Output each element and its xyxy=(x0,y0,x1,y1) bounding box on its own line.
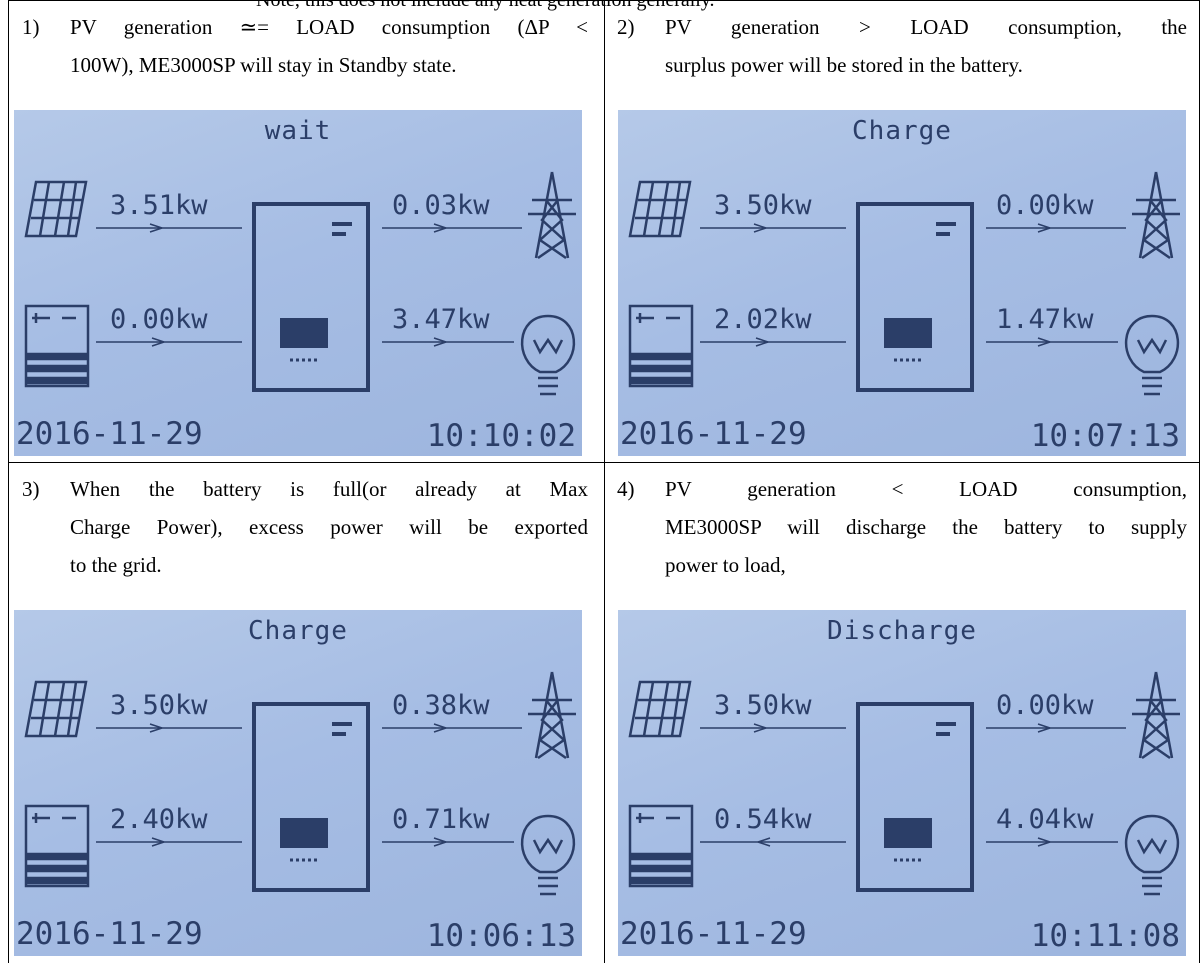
grid-flow-line xyxy=(986,723,1126,733)
load-power-value: 0.71kw xyxy=(392,804,490,835)
grid-tower-icon xyxy=(1132,171,1180,260)
solar-panel-icon xyxy=(628,180,692,238)
table-border-left xyxy=(8,0,9,963)
cell-3-line-2: Charge Power), excess power will be expo… xyxy=(70,515,588,539)
light-bulb-icon xyxy=(520,314,576,396)
pv-flow-line xyxy=(96,723,242,733)
light-bulb-icon xyxy=(1124,314,1180,396)
pv-power-value: 3.50kw xyxy=(110,690,208,721)
grid-flow-line xyxy=(382,723,522,733)
lcd-time: 10:10:02 xyxy=(426,418,576,454)
cell-4-number: 4) xyxy=(617,477,635,501)
grid-tower-icon xyxy=(1132,671,1180,760)
top-text-fragment: Note, this does not include any heat gen… xyxy=(256,0,715,11)
load-power-value: 1.47kw xyxy=(996,304,1094,335)
load-flow-line xyxy=(986,337,1118,347)
modes-table xyxy=(8,0,1200,963)
load-flow-line xyxy=(382,337,514,347)
load-power-value: 4.04kw xyxy=(996,804,1094,835)
load-flow-line xyxy=(986,837,1118,847)
cell-4-line-1: PV generation < LOAD consumption, xyxy=(665,477,1187,501)
lcd-time: 10:06:13 xyxy=(426,918,576,954)
battery-power-value: 0.54kw xyxy=(714,804,812,835)
battery-icon xyxy=(24,804,90,888)
table-border-right xyxy=(1199,0,1200,963)
cell-1-line-2: 100W), ME3000SP will stay in Standby sta… xyxy=(70,53,457,77)
lcd-date: 2016-11-29 xyxy=(16,416,203,452)
cell-4-line-3: power to load, xyxy=(665,553,786,577)
battery-flow-line xyxy=(700,837,846,847)
table-divider-horizontal xyxy=(8,462,1200,463)
cell-1-line-1: PV generation ≃= LOAD consumption (ΔP < xyxy=(70,15,588,39)
lcd-panel-2: Charge 3.50kw 0.00kw 2.02kw 1.47kw 2016-11-29… xyxy=(618,110,1186,456)
inverter-icon xyxy=(252,702,370,892)
inverter-icon xyxy=(856,202,974,392)
pv-power-value: 3.50kw xyxy=(714,190,812,221)
lcd-mode-label: Charge xyxy=(852,116,952,146)
pv-power-value: 3.50kw xyxy=(714,690,812,721)
solar-panel-icon xyxy=(24,180,88,238)
light-bulb-icon xyxy=(1124,814,1180,896)
pv-power-value: 3.51kw xyxy=(110,190,208,221)
lcd-panel-1: wait 3.51kw 0.03kw 0.00kw 3.47kw 2016-11-29 10… xyxy=(14,110,582,456)
lcd-panel-3: Charge 3.50kw 0.38kw 2.40kw 0.71kw 2016-11-29… xyxy=(14,610,582,956)
pv-flow-line xyxy=(700,223,846,233)
battery-power-value: 2.02kw xyxy=(714,304,812,335)
battery-icon xyxy=(628,804,694,888)
cell-1-number: 1) xyxy=(22,15,40,39)
battery-flow-line xyxy=(96,837,242,847)
inverter-icon xyxy=(856,702,974,892)
grid-power-value: 0.00kw xyxy=(996,190,1094,221)
grid-flow-line xyxy=(986,223,1126,233)
battery-flow-line xyxy=(700,337,846,347)
inverter-icon xyxy=(252,202,370,392)
grid-tower-icon xyxy=(528,671,576,760)
grid-tower-icon xyxy=(528,171,576,260)
lcd-mode-label: Charge xyxy=(248,616,348,646)
battery-icon xyxy=(24,304,90,388)
battery-power-value: 2.40kw xyxy=(110,804,208,835)
lcd-date: 2016-11-29 xyxy=(16,916,203,952)
grid-power-value: 0.03kw xyxy=(392,190,490,221)
pv-flow-line xyxy=(96,223,242,233)
cell-2-number: 2) xyxy=(617,15,635,39)
solar-panel-icon xyxy=(628,680,692,738)
grid-flow-line xyxy=(382,223,522,233)
cell-2-line-1: PV generation > LOAD consumption, the xyxy=(665,15,1187,39)
load-flow-line xyxy=(382,837,514,847)
cell-3-line-3: to the grid. xyxy=(70,553,162,577)
lcd-date: 2016-11-29 xyxy=(620,916,807,952)
solar-panel-icon xyxy=(24,680,88,738)
lcd-date: 2016-11-29 xyxy=(620,416,807,452)
lcd-mode-label: Discharge xyxy=(827,616,977,646)
grid-power-value: 0.00kw xyxy=(996,690,1094,721)
load-power-value: 3.47kw xyxy=(392,304,490,335)
cell-3-line-1: When the battery is full(or already at M… xyxy=(70,477,588,501)
cell-2-line-2: surplus power will be stored in the batt… xyxy=(665,53,1023,77)
battery-flow-line xyxy=(96,337,242,347)
battery-power-value: 0.00kw xyxy=(110,304,208,335)
lcd-time: 10:11:08 xyxy=(1030,918,1180,954)
table-divider-vertical xyxy=(604,0,605,963)
battery-icon xyxy=(628,304,694,388)
light-bulb-icon xyxy=(520,814,576,896)
grid-power-value: 0.38kw xyxy=(392,690,490,721)
lcd-panel-4: Discharge 3.50kw 0.00kw 0.54kw 4.04kw 2016-11… xyxy=(618,610,1186,956)
lcd-time: 10:07:13 xyxy=(1030,418,1180,454)
pv-flow-line xyxy=(700,723,846,733)
lcd-mode-label: wait xyxy=(264,116,332,146)
cell-3-number: 3) xyxy=(22,477,40,501)
cell-4-line-2: ME3000SP will discharge the battery to s… xyxy=(665,515,1187,539)
